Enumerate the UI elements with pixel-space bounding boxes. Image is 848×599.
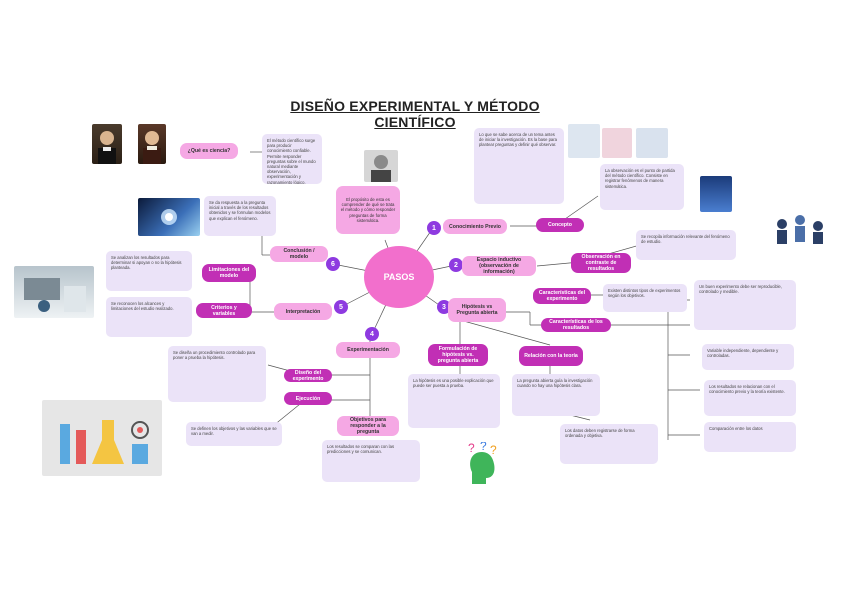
step-1-circle: 1	[427, 221, 441, 235]
limit-text-box: Se reconocen los alcances y limitaciones…	[106, 297, 192, 337]
limitaciones-node: Limitaciones del modelo	[202, 264, 256, 282]
center-node: PASOS	[364, 246, 434, 308]
objetivos-node: Objetivos para responder a la pregunta	[337, 416, 399, 436]
que-es-ciencia-node: ¿Qué es ciencia?	[180, 143, 238, 159]
hipotesis-node: Hipótesis vs Pregunta abierta	[448, 298, 506, 322]
team-icon	[770, 210, 828, 250]
molecule-icon	[138, 198, 200, 236]
page-title: DISEÑO EXPERIMENTAL Y MÉTODO CIENTÍFICO	[290, 98, 540, 130]
caracteristicas-node: Características del experimento	[533, 288, 591, 304]
formulacion-node: Formulación de hipótesis vs. pregunta ab…	[428, 344, 488, 366]
resultados-text-box: Los resultados se comparan con las predi…	[322, 440, 420, 482]
team-icon	[602, 128, 632, 158]
pregunta-text-box: La pregunta abierta guía la investigació…	[512, 374, 600, 416]
conocimiento-text-box: Lo que se sabe acerca de un tema antes d…	[474, 128, 564, 204]
proposito-node: El propósito de esta es comprender de qu…	[336, 186, 400, 234]
scientist-portrait-icon	[138, 124, 166, 164]
ciencia-def-box: El método científico surge para producir…	[262, 134, 322, 184]
datos-text-box: Los datos deben registrarse de forma ord…	[560, 424, 658, 464]
carac-text-box: Un buen experimento debe ser reproducibl…	[694, 280, 796, 330]
scientist-portrait-icon	[92, 124, 122, 164]
diseno-exp-node: Diseño del experimento	[284, 369, 332, 382]
svg-text:?: ?	[480, 442, 487, 453]
experimentacion-node: Experimentación	[336, 342, 400, 358]
step-4-circle: 4	[365, 327, 379, 341]
observaciones-node: Observación en contraste de resultados	[571, 253, 631, 273]
conocimiento-previo-node: Conocimiento Previo	[443, 219, 507, 234]
comparacion-text-box: Comparación entre los datos	[704, 422, 796, 452]
svg-text:?: ?	[490, 443, 497, 457]
espacio-inductivo-node: Espacio inductivo (observación de inform…	[462, 256, 536, 276]
espacio-text-box: Se recopila información relevante del fe…	[636, 230, 736, 260]
step-3-circle: 3	[437, 300, 451, 314]
step-2-circle: 2	[449, 258, 463, 272]
lab-equipment-icon	[42, 400, 162, 476]
team-icon	[568, 124, 600, 158]
lab-equipment-icon	[14, 266, 94, 318]
concepto-text-box: La observación es el punto de partida de…	[600, 164, 684, 210]
conclusion-node: Conclusión / modelo	[270, 246, 328, 262]
hip-text-box: La hipótesis es una posible explicación …	[408, 374, 500, 428]
concepto-node: Concepto	[536, 218, 584, 232]
tipos-text-box: Existen distintos tipos de experimentos …	[603, 284, 687, 312]
conclusion-text-box: Se da respuesta a la pregunta inicial a …	[204, 196, 276, 236]
team-icon	[700, 176, 732, 212]
exp-text-box: Se diseña un procedimiento controlado pa…	[168, 346, 266, 402]
head-question-icon: ???	[462, 439, 502, 488]
teoria-text-box: Los resultados se relacionan con el cono…	[704, 380, 796, 416]
step-6-circle: 6	[326, 257, 340, 271]
caracteristicas-resultado-node: Características de los resultados	[541, 318, 611, 332]
team-icon	[636, 128, 668, 158]
variables-text-box: Variable independiente, dependiente y co…	[702, 344, 794, 370]
scientist-portrait-icon	[364, 150, 398, 182]
relacion-modelo-node: Relación con la teoría	[519, 346, 583, 366]
interpretacion-node: Interpretación	[274, 303, 332, 320]
ejecucion-node: Ejecución	[284, 392, 332, 405]
criterios-node: Criterios y variables	[196, 303, 252, 318]
step-5-circle: 5	[334, 300, 348, 314]
objetivos-text-box: Se definen los objetivos y las variables…	[186, 422, 282, 446]
svg-text:?: ?	[468, 442, 475, 455]
interp-text-box: Se analizan los resultados para determin…	[106, 251, 192, 291]
